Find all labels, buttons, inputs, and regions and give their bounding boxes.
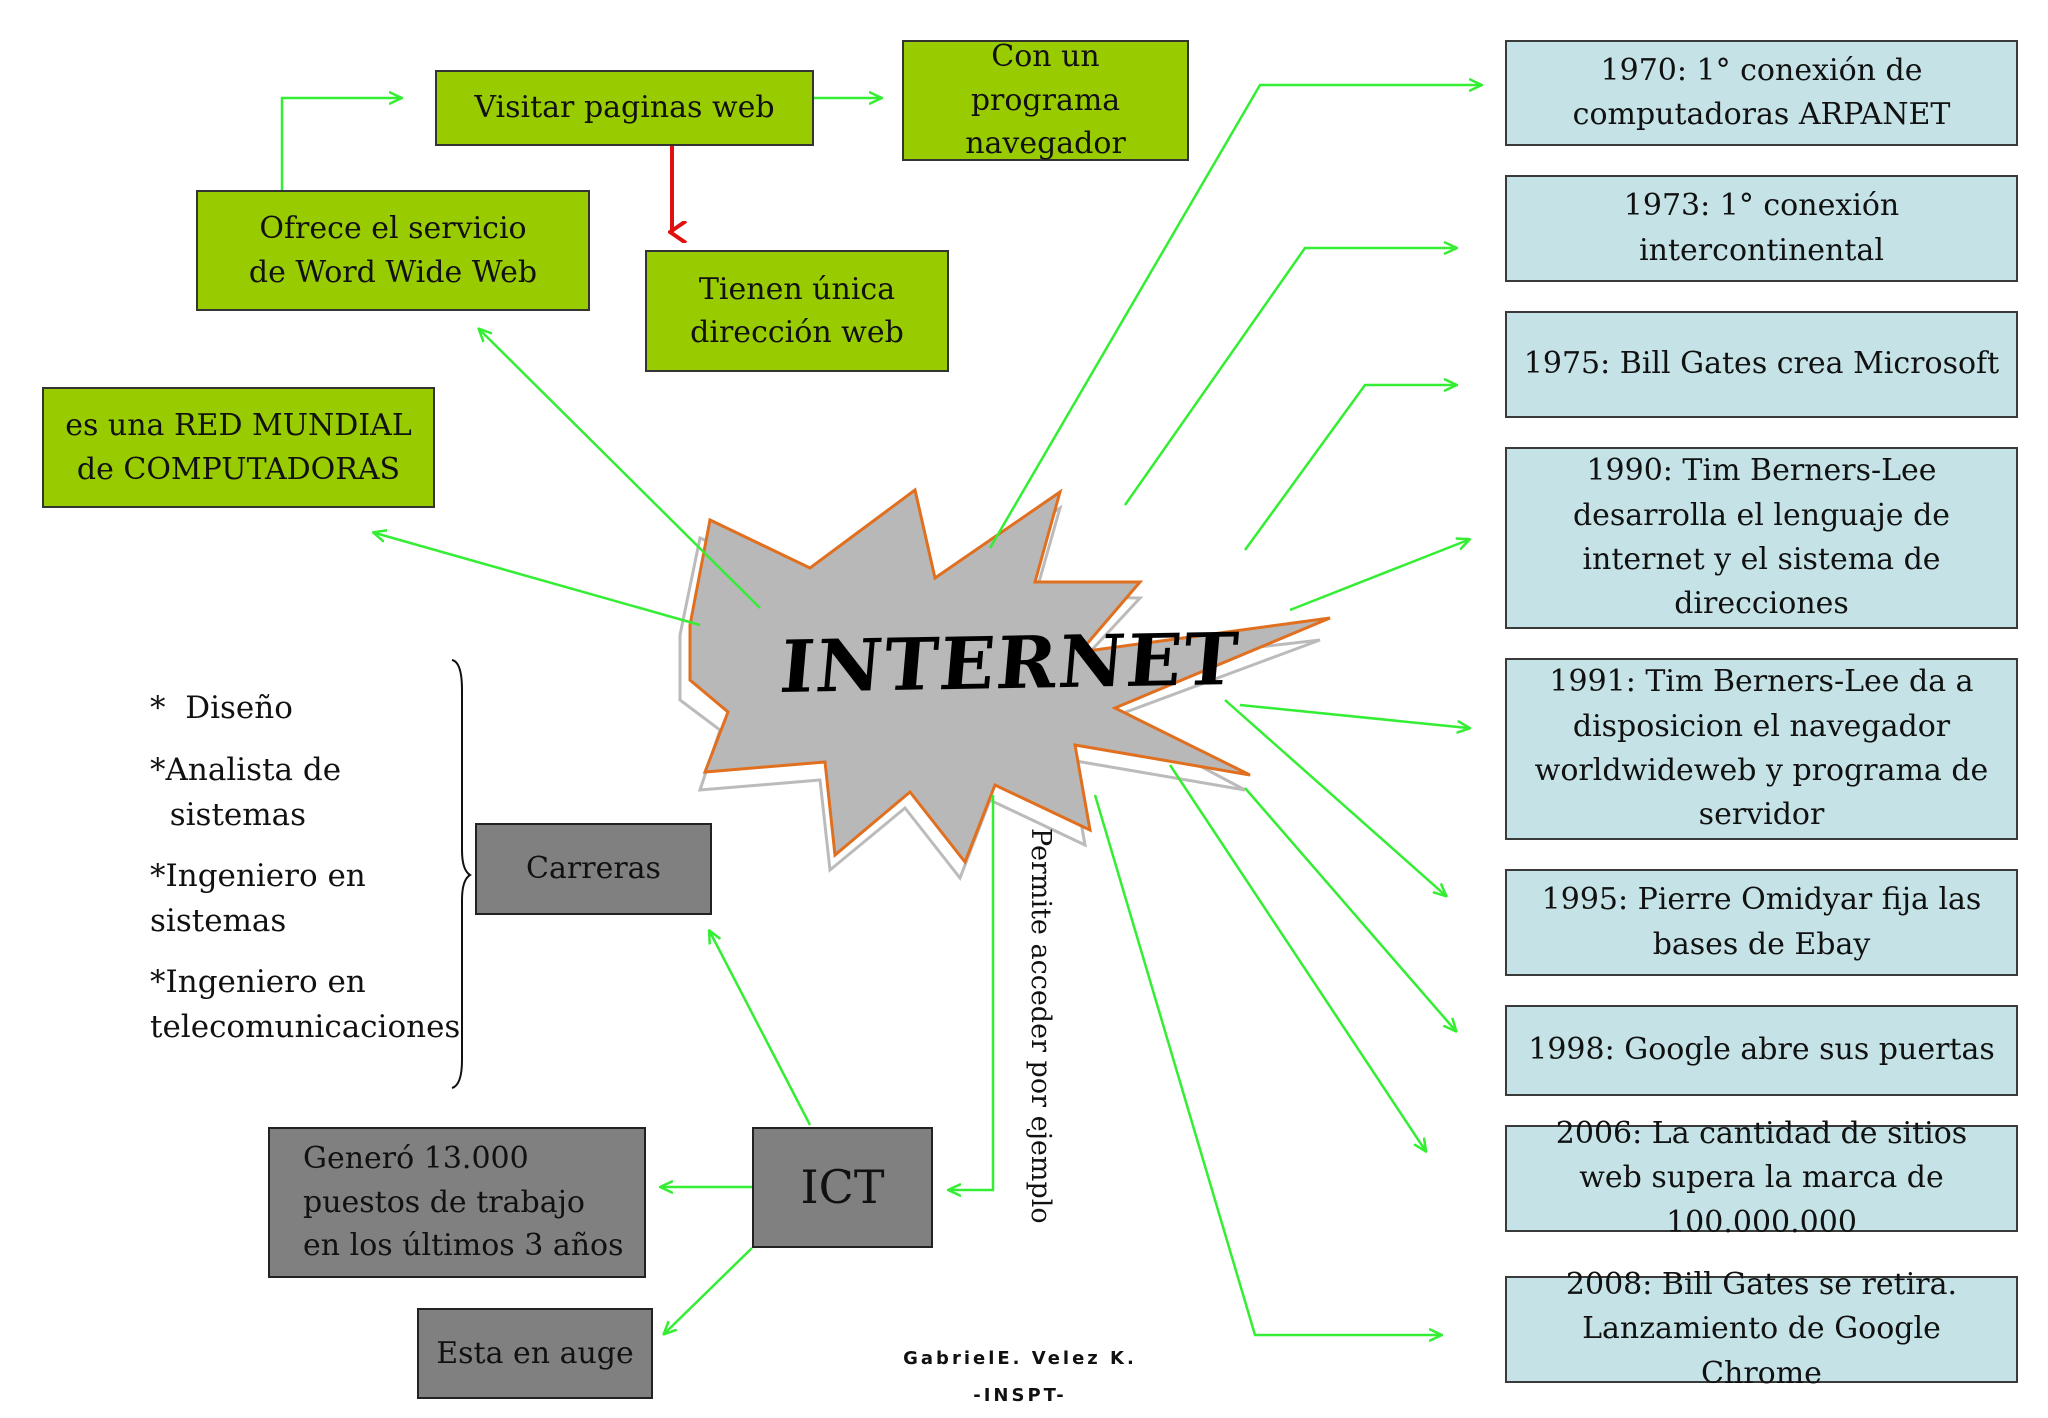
- timeline-1990-text: 1990: Tim Berners-Lee desarrolla el leng…: [1572, 453, 1951, 622]
- arrow-t2006: [1168, 764, 1425, 1150]
- visitar-text: Visitar paginas web: [474, 86, 774, 130]
- ict-text: ICT: [800, 1160, 885, 1215]
- timeline-1970-text: 1970: 1° conexión de computadoras ARPANE…: [1572, 52, 1951, 132]
- timeline-2006: 2006: La cantidad de sitios web supera l…: [1505, 1116, 2018, 1240]
- author-credit: GabrielE. Velez K.: [903, 1348, 1137, 1369]
- auge-text: Esta en auge: [436, 1335, 634, 1371]
- arrow-to-servicio: [480, 330, 761, 609]
- arrow-t1995: [1224, 699, 1445, 895]
- servicio-text: Ofrece el servicio de Word Wide Web: [248, 211, 538, 290]
- timeline-1973: 1973: 1° conexión intercontinental: [1505, 175, 2018, 282]
- red-mundial-box: es una RED MUNDIAL de COMPUTADORAS: [42, 387, 435, 508]
- direccion-box: Tienen única dirección web: [645, 250, 949, 372]
- arrow-t1990: [1289, 540, 1468, 612]
- arrow-t1970: [988, 85, 1480, 549]
- arrow-t1998: [1244, 787, 1455, 1030]
- internet-title: INTERNET: [776, 616, 1244, 709]
- arrow-t2008: [1093, 794, 1440, 1335]
- timeline-1975: 1975: Bill Gates crea Microsoft: [1505, 311, 2018, 418]
- arrow-servicio-to-visitar: [280, 98, 400, 190]
- programa-text: Con un programa navegador: [965, 39, 1126, 162]
- jobs-box: Generó 13.000 puestos de trabajo en los …: [268, 1127, 646, 1278]
- career-diseno: * Diseño: [150, 690, 293, 726]
- timeline-1995-text: 1995: Pierre Omidyar fija las bases de E…: [1541, 882, 1982, 962]
- arrow-t1991: [1239, 703, 1468, 728]
- timeline-1970: 1970: 1° conexión de computadoras ARPANE…: [1505, 40, 2018, 146]
- careers-brace: [451, 659, 472, 1089]
- timeline-1998-text: 1998: Google abre sus puertas: [1528, 1032, 1995, 1068]
- permite-acceder-label: Permite acceder por ejemplo: [1025, 828, 1056, 1224]
- timeline-2006-text: 2006: La cantidad de sitios web supera l…: [1555, 1115, 1968, 1240]
- arrow-ict-to-auge: [665, 1247, 753, 1333]
- timeline-1998: 1998: Google abre sus puertas: [1505, 1005, 2018, 1096]
- carreras-text: Carreras: [526, 851, 661, 887]
- direccion-text: Tienen única dirección web: [690, 271, 904, 351]
- timeline-1991: 1991: Tim Berners-Lee da a disposicion e…: [1505, 658, 2018, 840]
- timeline-1991-text: 1991: Tim Berners-Lee da a disposicion e…: [1534, 664, 1989, 833]
- arrow-star-to-ict: [950, 795, 995, 1190]
- career-ingeniero-sistemas: *Ingeniero en sistemas: [150, 858, 366, 939]
- arrow-t1973: [1123, 248, 1455, 506]
- programa-box: Con un programa navegador: [902, 39, 1189, 161]
- visitar-prefix: Visitar: [474, 90, 584, 126]
- career-ingeniero-telecom: *Ingeniero en telecomunicaciones: [150, 964, 461, 1045]
- servicio-box: Ofrece el servicio de Word Wide Web: [196, 190, 590, 311]
- red-mundial-text: es una RED MUNDIAL de COMPUTADORAS: [65, 408, 412, 487]
- timeline-1975-text: 1975: Bill Gates crea Microsoft: [1523, 346, 2000, 382]
- timeline-2008-text: 2008: Bill Gates se retira. Lanzamiento …: [1565, 1266, 1958, 1391]
- auge-box: Esta en auge: [417, 1308, 653, 1399]
- internet-star: [688, 487, 1331, 865]
- arrow-ict-to-carreras: [710, 932, 812, 1126]
- visitar-box: Visitar paginas web: [435, 70, 814, 146]
- timeline-1995: 1995: Pierre Omidyar fija las bases de E…: [1505, 869, 2018, 976]
- jobs-text: Generó 13.000 puestos de trabajo en los …: [303, 1141, 624, 1264]
- carreras-box: Carreras: [475, 823, 712, 915]
- timeline-2008: 2008: Bill Gates se retira. Lanzamiento …: [1505, 1267, 2018, 1391]
- visitar-link-text: paginas web: [583, 90, 775, 126]
- career-analista: *Analista de sistemas: [150, 752, 342, 833]
- arrow-to-red-mundial: [375, 533, 701, 627]
- org-credit: -INSPT-: [973, 1385, 1067, 1406]
- timeline-1990: 1990: Tim Berners-Lee desarrolla el leng…: [1505, 447, 2018, 629]
- ict-box: ICT: [752, 1127, 933, 1248]
- arrow-t1975: [1243, 385, 1455, 551]
- timeline-1973-text: 1973: 1° conexión intercontinental: [1623, 188, 1900, 268]
